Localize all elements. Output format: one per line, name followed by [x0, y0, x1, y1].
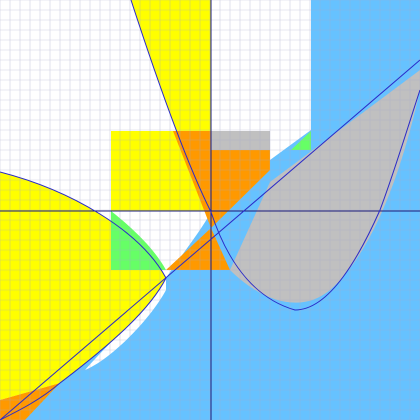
diagonal-line	[0, 59, 420, 420]
parabola-curve	[130, 0, 420, 311]
green-region-left	[111, 211, 166, 270]
orange-region-center	[173, 131, 270, 228]
sideways-parabola-curve	[0, 171, 167, 420]
yellow-region-left-lobe	[0, 172, 166, 400]
gray-region	[230, 70, 420, 303]
green-region-right	[291, 131, 311, 150]
gray-region-box	[211, 131, 270, 151]
orange-region-lower	[166, 228, 230, 270]
